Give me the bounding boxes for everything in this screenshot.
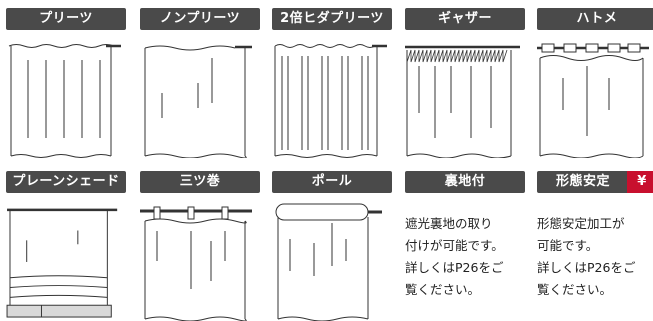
option-label: ポール	[272, 171, 392, 193]
triple-fold-curtain-icon	[140, 206, 252, 321]
gather-curtain-icon	[405, 45, 520, 158]
option-label: 2倍ヒダプリーツ	[272, 8, 392, 30]
option-note: 遮光裏地の取り 付けが可能です。 詳しくはP26をご 覧ください。	[405, 216, 504, 297]
option-label: ハトメ	[537, 8, 653, 30]
option-plain-shade: プレーンシェード	[6, 171, 126, 318]
option-pole: ポール	[272, 171, 392, 321]
grommet-curtain-icon	[537, 43, 649, 158]
option-label: ノンプリーツ	[140, 8, 260, 30]
option-label: プリーツ	[6, 8, 126, 30]
pole-curtain-icon	[275, 203, 382, 321]
option-grommet: ハトメ	[537, 8, 653, 158]
option-label: 三ツ巻	[140, 171, 260, 193]
option-label: 裏地付	[405, 171, 525, 193]
option-gather: ギャザー	[405, 8, 525, 158]
non-pleat-curtain-icon	[144, 45, 252, 158]
option-pleat: プリーツ	[6, 8, 126, 158]
pleat-curtain-icon	[8, 44, 121, 158]
option-shape-stable: 形態安定 ¥ 形態安定加工が 可能です。 詳しくはP26をご 覧ください。	[537, 171, 653, 297]
option-lining: 裏地付 遮光裏地の取り 付けが可能です。 詳しくはP26をご 覧ください。	[405, 171, 525, 297]
option-label: プレーンシェード	[6, 171, 126, 193]
option-label-wrap: 形態安定 ¥	[537, 171, 653, 193]
plain-shade-icon	[6, 208, 118, 318]
option-note: 形態安定加工が 可能です。 詳しくはP26をご 覧ください。	[537, 216, 636, 297]
option-non-pleat: ノンプリーツ	[140, 8, 260, 158]
price-badge: ¥	[627, 171, 653, 193]
option-triple-fold: 三ツ巻	[140, 171, 260, 321]
option-double-pleat: 2倍ヒダプリーツ	[272, 8, 392, 158]
option-label: ギャザー	[405, 8, 525, 30]
double-pleat-curtain-icon	[274, 44, 387, 158]
option-label: 形態安定	[555, 174, 610, 189]
